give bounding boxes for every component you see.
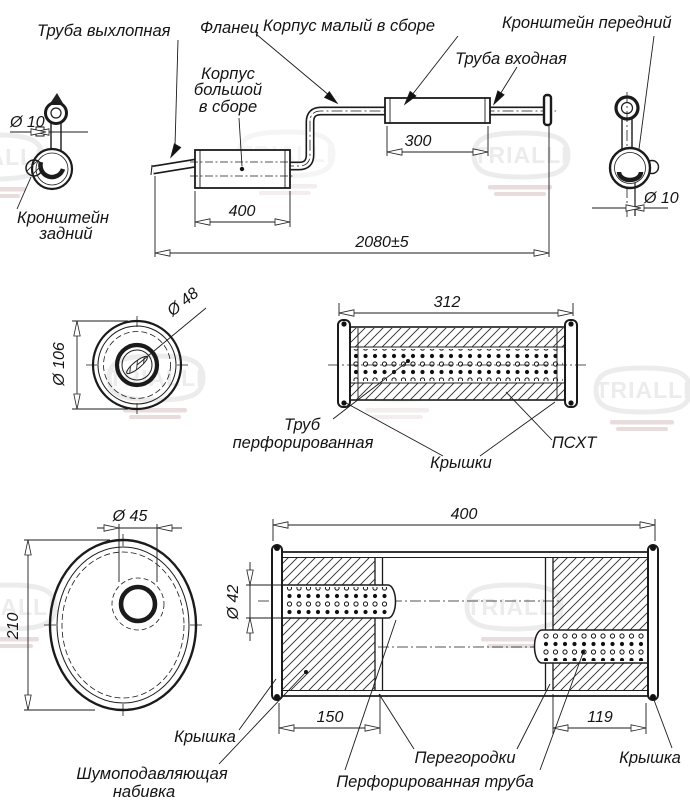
leader-big-body bbox=[238, 117, 243, 167]
small-muffler-body bbox=[384, 97, 491, 124]
dim-inlet-dia: Ø 45 bbox=[112, 508, 148, 525]
label-big-body-line1: Корпус bbox=[201, 65, 255, 83]
label-perf-tube-line2: перфорированная bbox=[233, 434, 374, 452]
label-inlet-pipe: Труба входная bbox=[455, 50, 567, 68]
view-small-muffler-end bbox=[72, 307, 207, 414]
dim-shell-height: 210 bbox=[5, 613, 22, 641]
view-big-muffler-section bbox=[218, 519, 673, 771]
dim-big-shell-len: 400 bbox=[451, 506, 478, 523]
big-muffler-cap-left bbox=[271, 544, 283, 701]
label-big-body-line3: в сборе bbox=[199, 98, 257, 116]
inlet-hole bbox=[118, 584, 158, 624]
leader-cap-left bbox=[238, 678, 277, 731]
dim-big-body-len: 400 bbox=[229, 203, 256, 220]
label-partitions: Перегородки bbox=[414, 749, 515, 767]
partition-walls bbox=[374, 558, 554, 691]
label-cap-right: Крышка bbox=[619, 749, 681, 767]
label-exhaust-pipe: Труба выхлопная bbox=[37, 22, 171, 40]
big-muffler-cap-right bbox=[647, 544, 659, 701]
leader-exhaust-pipe bbox=[174, 39, 179, 147]
dim-left-span: 150 bbox=[317, 709, 344, 726]
view-big-muffler-end bbox=[24, 524, 202, 716]
small-muffler-cap-left bbox=[337, 319, 351, 408]
label-padding-line1: Шумоподавляющая bbox=[76, 765, 227, 783]
trialli-watermark-logo bbox=[595, 368, 690, 431]
label-perf-tube-line1: Труб bbox=[284, 416, 321, 434]
leader-filler bbox=[505, 391, 553, 441]
label-padding-line2: набивка bbox=[113, 783, 175, 801]
label-caps: Крышки bbox=[430, 454, 492, 472]
leader-front-bracket bbox=[638, 35, 655, 150]
leader-pipe-dia bbox=[136, 307, 207, 366]
leader-inlet-pipe bbox=[498, 66, 518, 97]
padding-hatch-right bbox=[553, 558, 647, 690]
view-small-muffler-section bbox=[328, 303, 588, 457]
dim-shell-dia: Ø 106 bbox=[51, 342, 68, 387]
leader-padding bbox=[218, 672, 306, 765]
dim-right-span: 119 bbox=[587, 709, 613, 726]
label-filler: ПСХТ bbox=[552, 434, 599, 452]
leader-partitions bbox=[378, 683, 551, 750]
dim-pipe-dia: Ø 48 bbox=[164, 285, 203, 321]
dim-rear-pin-dia: Ø 10 bbox=[9, 114, 45, 131]
leader-perf-pipe bbox=[344, 619, 584, 771]
dim-pipe-dia-big: Ø 42 bbox=[225, 585, 242, 621]
filler-hatch-top bbox=[351, 328, 564, 347]
padding-hatch-left bbox=[283, 558, 375, 690]
leader-rear-bracket bbox=[16, 176, 32, 210]
small-muffler-cap-right bbox=[564, 319, 578, 408]
dim-small-body-len: 300 bbox=[405, 133, 432, 150]
label-perf-tube-big: Перфорированная труба bbox=[336, 773, 534, 791]
view-assembly bbox=[150, 33, 556, 257]
filler-hatch-bottom bbox=[351, 383, 564, 400]
leader-perf-tube bbox=[332, 361, 408, 420]
label-flange: Фланец bbox=[200, 19, 259, 37]
label-rear-bracket-line1: Кронштейн bbox=[17, 209, 109, 227]
label-front-bracket: Кронштейн передний bbox=[502, 14, 672, 32]
view-rear-bracket bbox=[10, 93, 88, 210]
leader-caps bbox=[345, 401, 556, 457]
small-muffler-pipe-section bbox=[114, 342, 160, 388]
view-front-bracket bbox=[592, 35, 668, 218]
leader-cap-right bbox=[653, 699, 673, 749]
leader-flange bbox=[255, 33, 331, 97]
dim-shell-len: 312 bbox=[434, 294, 461, 311]
label-big-body-line2: большой bbox=[194, 81, 262, 99]
flange-plate bbox=[542, 93, 553, 127]
dim-front-pin-dia: Ø 10 bbox=[643, 190, 679, 207]
label-small-body: Корпус малый в сборе bbox=[263, 17, 435, 35]
label-cap-left: Крышка bbox=[174, 728, 236, 746]
dim-total-len: 2080±5 bbox=[354, 234, 408, 251]
rear-bracket-pin-section bbox=[25, 159, 43, 177]
label-rear-bracket-line2: задний bbox=[38, 225, 92, 243]
leader-small-body bbox=[411, 35, 459, 96]
